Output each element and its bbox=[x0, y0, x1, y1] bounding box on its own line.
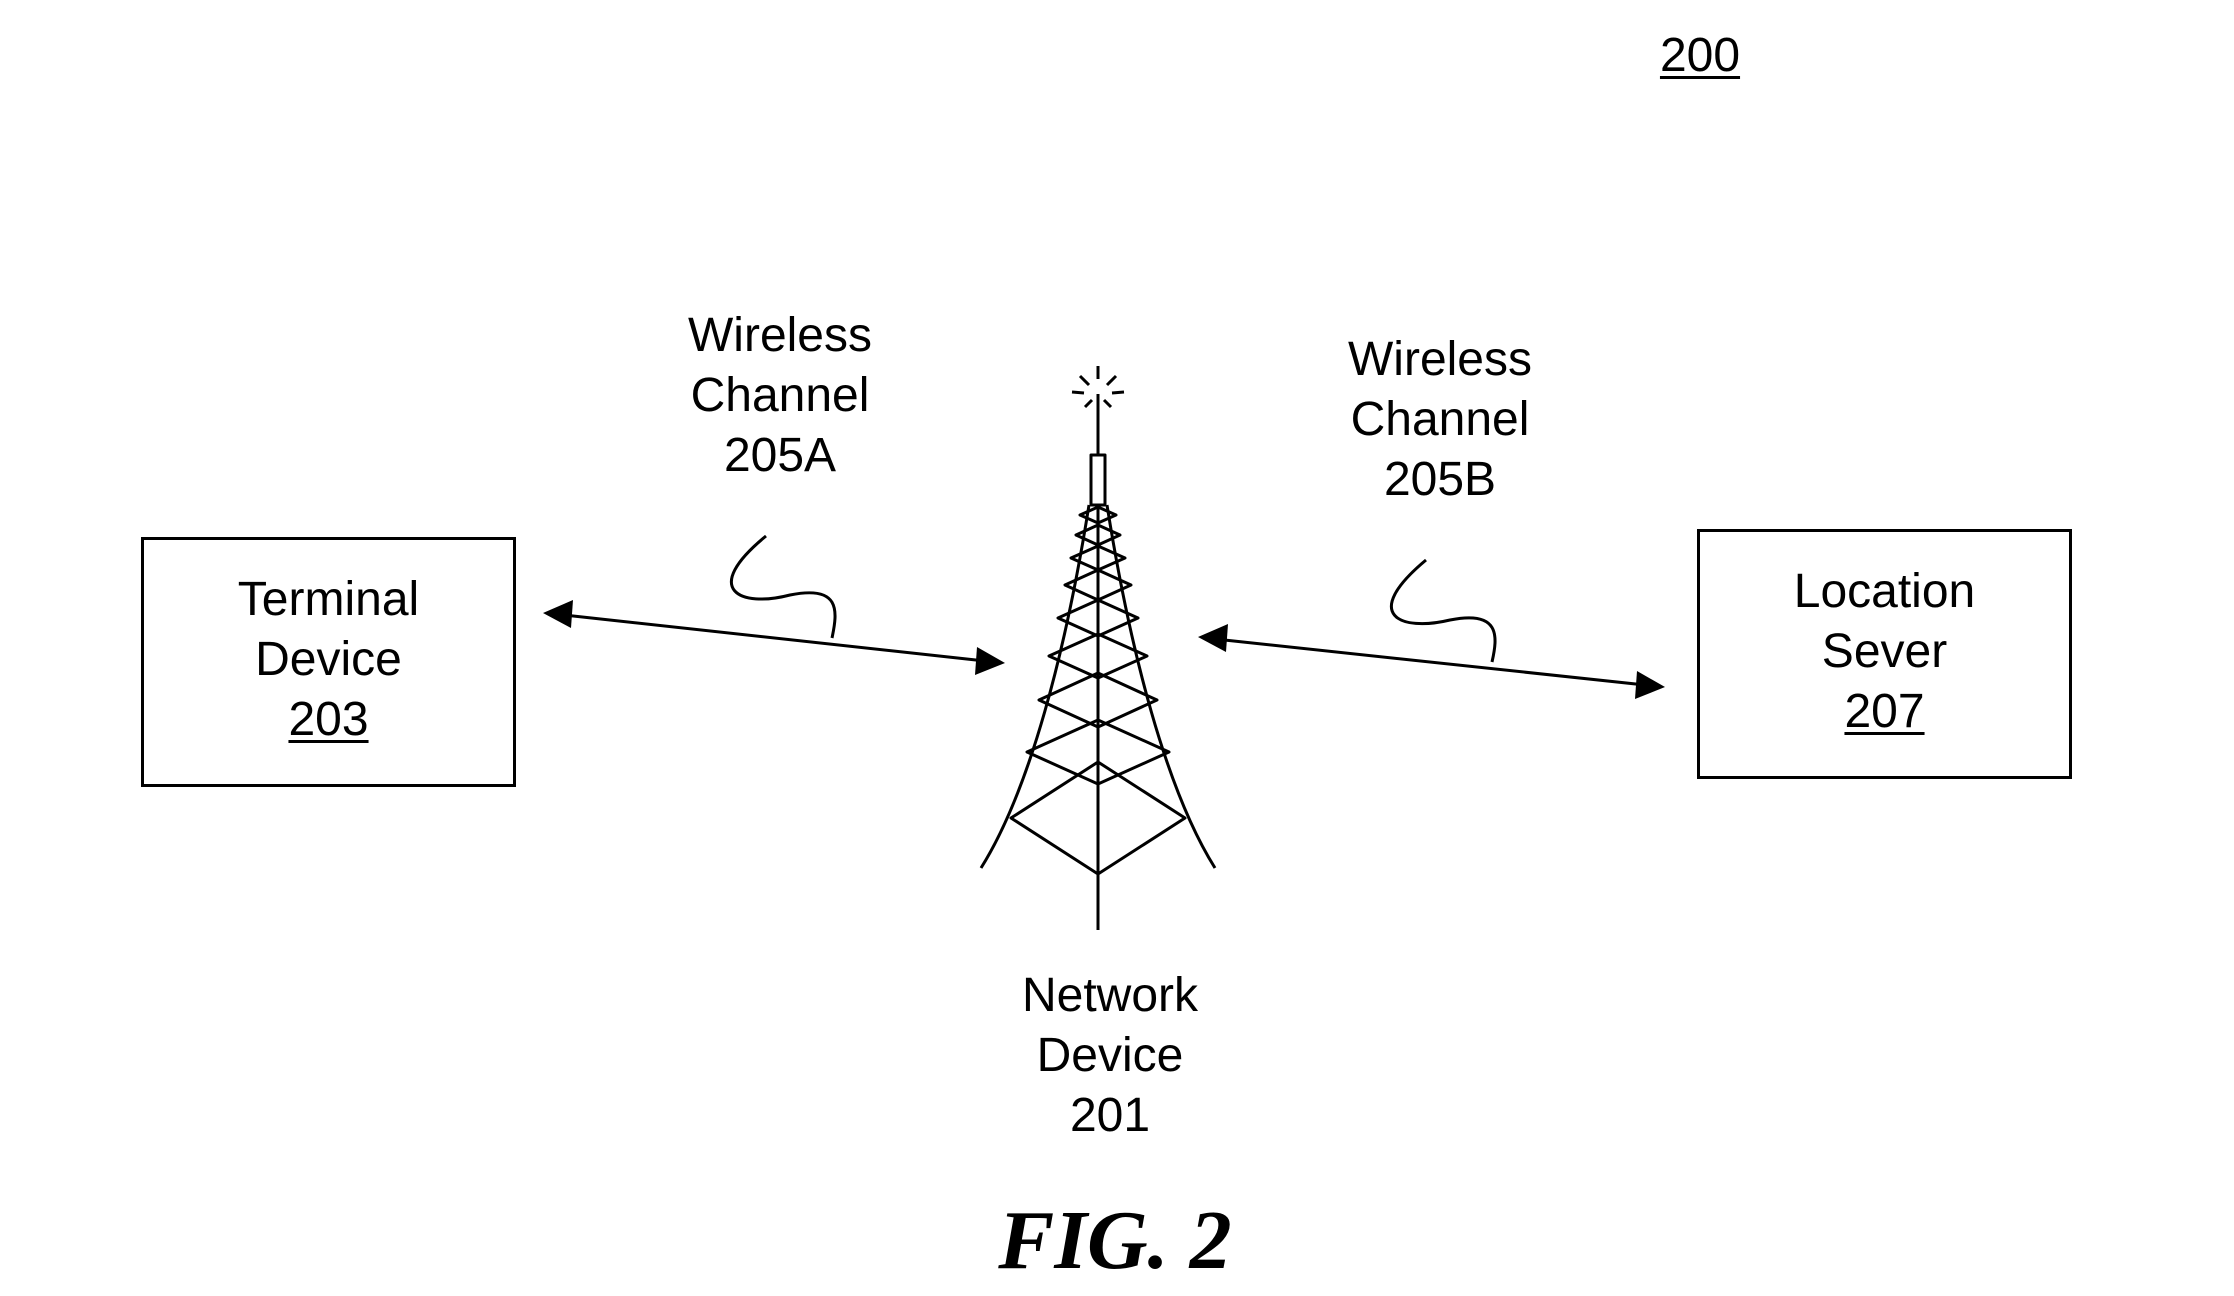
wireless-channel-a-label: Wireless Channel 205A bbox=[630, 306, 930, 486]
wireless-channel-b-line2: Channel bbox=[1350, 393, 1530, 446]
network-device-label: Network Device 201 bbox=[960, 966, 1260, 1146]
wireless-channel-a-ref: 205A bbox=[723, 429, 837, 482]
wireless-channel-a-line2: Channel bbox=[690, 369, 870, 422]
wireless-channel-b-leader bbox=[1389, 558, 1497, 663]
terminal-device-ref: 203 bbox=[288, 693, 369, 746]
wireless-channel-b-line1: Wireless bbox=[1347, 333, 1532, 386]
location-server-box bbox=[1697, 529, 2072, 779]
wireless-channel-b-label: Wireless Channel 205B bbox=[1290, 330, 1590, 510]
location-server-name-line1: Location bbox=[1793, 565, 1976, 618]
location-server-ref: 207 bbox=[1844, 685, 1925, 738]
terminal-device-name-line2: Device bbox=[255, 633, 402, 686]
location-server-label: Location Sever 207 bbox=[1697, 562, 2072, 742]
wireless-channel-b-ref: 205B bbox=[1383, 453, 1497, 506]
terminal-device-box bbox=[141, 537, 516, 787]
figure-caption: FIG. 2 bbox=[998, 1194, 1232, 1287]
location-server-name-line2: Sever bbox=[1821, 625, 1948, 678]
terminal-device-name-line1: Terminal bbox=[237, 573, 420, 626]
wireless-channel-a-leader bbox=[729, 534, 837, 639]
wireless-channel-b-arrow bbox=[1198, 624, 1665, 699]
network-device-name-line2: Device bbox=[1036, 1029, 1184, 1082]
antenna-tower-icon bbox=[979, 366, 1217, 930]
terminal-device-label: Terminal Device 203 bbox=[141, 570, 516, 750]
network-device-ref: 201 bbox=[1069, 1089, 1151, 1142]
wireless-channel-a-arrow bbox=[543, 600, 1005, 675]
figure-reference-number: 200 bbox=[1659, 29, 1741, 82]
wireless-channel-a-line1: Wireless bbox=[687, 309, 872, 362]
network-device-name-line1: Network bbox=[1021, 969, 1199, 1022]
